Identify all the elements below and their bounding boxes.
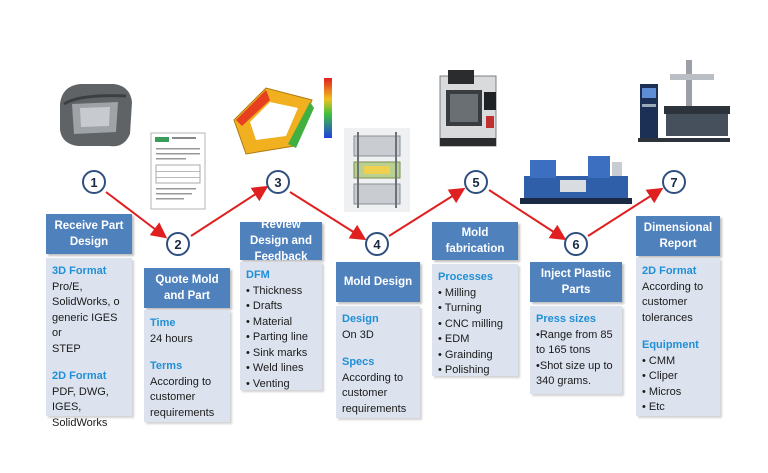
step-5-body: Processes • Milling • Turning • CNC mill…	[432, 264, 518, 376]
mold-design-image	[344, 128, 410, 212]
step-5-line: • EDM	[438, 333, 470, 345]
step-7-title: Dimensional Report	[636, 216, 720, 256]
step-1-body: 3D Format Pro/E, SolidWorks, o generic I…	[46, 258, 132, 429]
step-4-line: On 3D	[342, 328, 374, 341]
step-7-line: • Etc	[642, 401, 665, 413]
step-2-section-2-title: Terms	[150, 360, 183, 372]
step-7-line: tolerances	[642, 311, 693, 324]
step-5-circle: 5	[464, 170, 488, 194]
step-4-line: According to	[342, 371, 404, 384]
step-3-line: • Thickness	[246, 284, 303, 297]
step-3-line: • Venting	[246, 377, 290, 390]
step-2-title: Quote Mold and Part	[144, 268, 230, 308]
step-5-title: Mold fabrication	[432, 222, 518, 260]
step-6-title: Inject Plastic Parts	[530, 262, 622, 302]
step-2-line: 24 hours	[150, 332, 193, 345]
step-3-section-1-title: DFM	[246, 269, 270, 281]
step-2-line: requirements	[150, 406, 215, 419]
step-6-line: •Range from 85	[536, 328, 613, 341]
step-5-line: • Turning	[438, 302, 482, 314]
step-5-line: • Milling	[438, 286, 477, 299]
step-3-line: • Weld lines	[246, 362, 304, 374]
step-2-line: customer	[150, 391, 196, 403]
step-3-line: • Material	[246, 315, 293, 328]
dfm-analysis-image	[233, 78, 332, 155]
step-6-circle: 6	[564, 232, 588, 256]
step-3-line: • Sink marks	[246, 346, 308, 359]
step-1-line: PDF, DWG,	[52, 385, 109, 398]
step-3-circle: 3	[266, 170, 290, 194]
step-4-section-2-title: Specs	[342, 356, 375, 368]
step-1-line: Pro/E,	[52, 280, 83, 293]
step-6-line: 340 grams.	[536, 375, 592, 387]
step-7-line: • CMM	[642, 354, 676, 367]
cnc-machine-image	[439, 70, 497, 147]
step-1-section-2-title: 2D Format	[52, 370, 107, 382]
step-1-line: SolidWorks	[52, 416, 108, 429]
step-1-line: IGES,	[52, 401, 82, 413]
part-3d-image	[60, 84, 132, 147]
step-2-line: According to	[150, 375, 212, 388]
step-6-line: •Shot size up to	[536, 359, 613, 372]
step-7-circle: 7	[662, 170, 686, 194]
step-1-title: Receive Part Design	[46, 214, 132, 254]
step-3-line: • Parting line	[246, 331, 308, 343]
step-1-line: SolidWorks, o	[52, 296, 120, 308]
step-4-title: Mold Design	[336, 262, 420, 302]
step-1-circle: 1	[82, 170, 106, 194]
step-2-section-1-title: Time	[150, 317, 176, 329]
step-6-line: to 165 tons	[536, 344, 591, 356]
step-4-body: Design On 3D Specs According to customer…	[336, 306, 420, 418]
step-4-circle: 4	[365, 232, 389, 256]
step-5-section-1-title: Processes	[438, 271, 494, 283]
step-4-line: requirements	[342, 402, 407, 415]
step-4-line: customer	[342, 387, 388, 399]
step-3-body: DFM • Thickness • Drafts • Material • Pa…	[240, 262, 322, 390]
step-1-line: generic IGES or	[52, 311, 118, 340]
step-1-line: STEP	[52, 342, 81, 355]
step-2-circle: 2	[166, 232, 190, 256]
step-7-line: customer	[642, 296, 688, 308]
step-7-section-1-title: 2D Format	[642, 265, 697, 277]
step-5-line: • Polishing	[438, 364, 490, 376]
step-7-line: According to	[642, 280, 704, 293]
step-7-line: • Cliper	[642, 370, 678, 382]
step-2-body: Time 24 hours Terms According to custome…	[144, 310, 230, 422]
step-7-section-2-title: Equipment	[642, 339, 699, 351]
step-4-section-1-title: Design	[342, 313, 379, 325]
step-3-title: Review Design and Feedback	[240, 219, 322, 263]
step-7-line: • Micros	[642, 385, 682, 398]
step-6-body: Press sizes •Range from 85 to 165 tons •…	[530, 306, 622, 394]
step-5-line: • Grainding	[438, 348, 493, 361]
step-1-section-1-title: 3D Format	[52, 265, 107, 277]
step-5-line: • CNC milling	[438, 317, 503, 330]
cmm-machine-image	[638, 60, 730, 142]
injection-machine-image	[520, 156, 632, 204]
step-7-body: 2D Format According to customer toleranc…	[636, 258, 720, 416]
quote-document-image	[150, 132, 206, 210]
step-3-line: • Drafts	[246, 300, 283, 312]
step-6-section-1-title: Press sizes	[536, 313, 596, 325]
